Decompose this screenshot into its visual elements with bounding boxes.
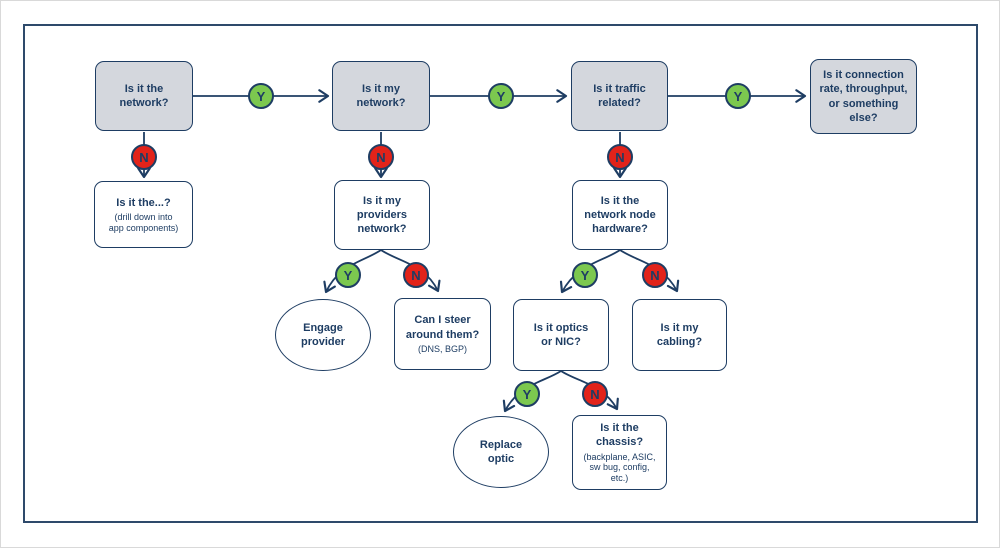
question-node-chassis: Is it the chassis? (backplane, ASIC, sw … xyxy=(572,415,667,490)
node-title: Is it the chassis? xyxy=(595,422,644,449)
yes-badge: Y xyxy=(514,381,540,407)
question-node-is-it-the-drill-down: Is it the...? (drill down into app compo… xyxy=(94,181,193,248)
node-title: Engage provider xyxy=(300,321,345,348)
question-node-optics-or-nic: Is it optics or NIC? xyxy=(513,299,609,371)
node-subtitle: (DNS, BGP) xyxy=(417,343,467,354)
node-title: Is it my cabling? xyxy=(656,321,703,348)
node-title: Is it connection rate, throughput, or so… xyxy=(819,68,908,124)
no-badge: N xyxy=(582,381,608,407)
no-badge: N xyxy=(642,262,668,288)
node-title: Is it optics or NIC? xyxy=(533,321,589,348)
node-title: Is it traffic related? xyxy=(593,82,646,109)
question-node-my-cabling: Is it my cabling? xyxy=(632,299,727,371)
diagram-border-frame xyxy=(23,24,978,523)
node-title: Replace optic xyxy=(479,438,523,465)
decision-node-is-it-my-network: Is it my network? xyxy=(332,61,430,131)
node-subtitle: (drill down into app components) xyxy=(108,211,179,233)
decision-node-is-it-traffic-related: Is it traffic related? xyxy=(571,61,668,131)
yes-badge: Y xyxy=(725,83,751,109)
no-badge: N xyxy=(607,144,633,170)
node-title: Is it the network? xyxy=(119,82,169,109)
yes-badge: Y xyxy=(335,262,361,288)
no-badge: N xyxy=(131,144,157,170)
question-node-providers-network: Is it my providers network? xyxy=(334,180,430,250)
node-title: Is it my providers network? xyxy=(356,194,408,236)
no-badge: N xyxy=(368,144,394,170)
decision-node-connection-rate: Is it connection rate, throughput, or so… xyxy=(810,59,917,134)
yes-badge: Y xyxy=(248,83,274,109)
yes-badge: Y xyxy=(488,83,514,109)
node-title: Is it the network node hardware? xyxy=(584,194,656,236)
yes-badge: Y xyxy=(572,262,598,288)
node-title: Is it my network? xyxy=(356,82,406,109)
no-badge: N xyxy=(403,262,429,288)
terminal-node-replace-optic: Replace optic xyxy=(453,416,549,488)
node-title: Is it the...? xyxy=(116,196,171,209)
decision-node-is-it-the-network: Is it the network? xyxy=(95,61,193,131)
node-subtitle: (backplane, ASIC, sw bug, config, etc.) xyxy=(583,451,656,484)
node-title: Can I steer around them? xyxy=(405,314,480,341)
question-node-network-node-hardware: Is it the network node hardware? xyxy=(572,180,668,250)
question-node-steer-around: Can I steer around them? (DNS, BGP) xyxy=(394,298,491,370)
terminal-node-engage-provider: Engage provider xyxy=(275,299,371,371)
